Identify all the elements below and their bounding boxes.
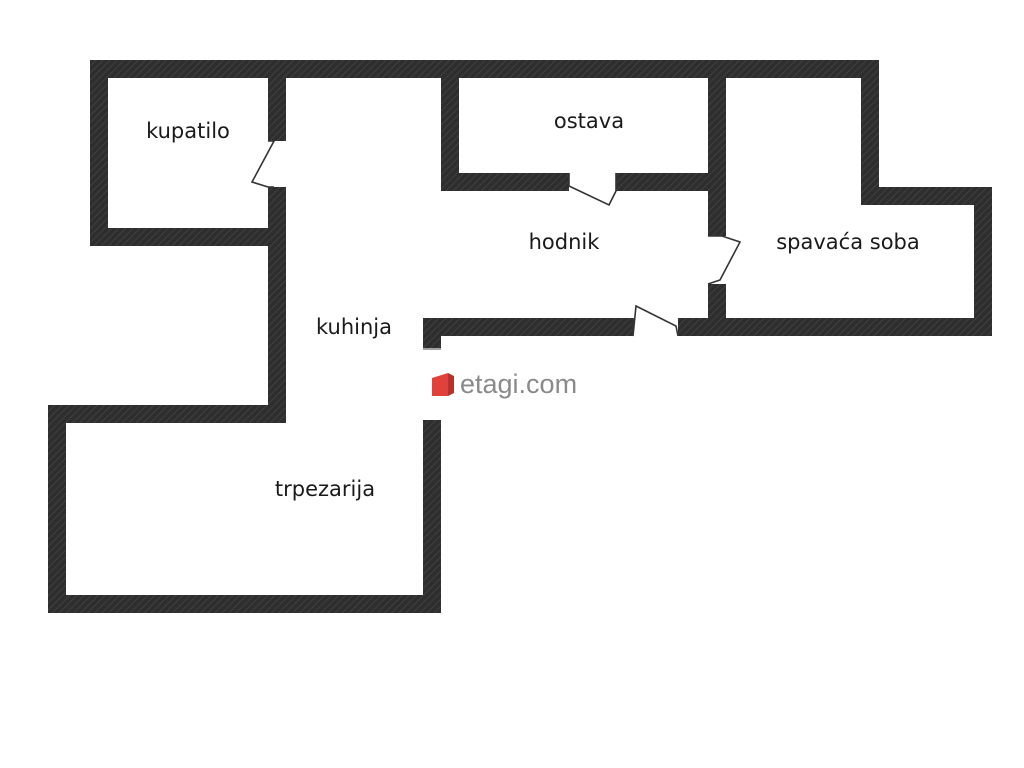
- wall-dining-left: [48, 405, 66, 613]
- watermark-text: etagi.com: [460, 369, 577, 399]
- wall-bathroom-left: [90, 60, 108, 246]
- wall-storage-bottom-right: [616, 173, 726, 191]
- wall-hallway-bottom-left: [423, 318, 633, 336]
- wall-bathroom-bottom: [90, 228, 286, 246]
- wall-dining-right: [423, 420, 441, 613]
- room-label-trpezarija: trpezarija: [275, 477, 375, 501]
- wall-bedroom-notch-vertical: [861, 60, 879, 205]
- wall-top: [90, 60, 879, 78]
- watermark: etagi.com: [418, 348, 577, 420]
- door-storage: [568, 173, 617, 207]
- wall-kitchen-left: [268, 187, 286, 423]
- wall-storage-left: [441, 60, 459, 191]
- wall-dining-bottom: [48, 595, 441, 613]
- wall-hallway-bottom-right: [678, 318, 992, 336]
- room-label-ostava: ostava: [554, 109, 624, 133]
- walls: [48, 60, 992, 613]
- door-bedroom: [707, 235, 742, 285]
- wall-bathroom-right-upper: [268, 60, 286, 141]
- wall-storage-bottom-left: [441, 173, 569, 191]
- room-labels: kupatilo ostava hodnik spavaća soba kuhi…: [146, 109, 920, 501]
- wall-bedroom-notch-horizontal: [861, 187, 992, 205]
- wall-bedroom-left-lower: [708, 284, 726, 336]
- room-label-kupatilo: kupatilo: [146, 119, 230, 143]
- door-bathroom: [250, 140, 276, 188]
- doors: [250, 140, 742, 337]
- wall-dining-top: [48, 405, 286, 423]
- room-label-hodnik: hodnik: [529, 230, 601, 254]
- etagi-logo-icon: [432, 373, 454, 396]
- wall-bedroom-left-upper: [708, 60, 726, 236]
- room-label-spavaca-soba: spavaća soba: [776, 230, 920, 254]
- door-hallway-bottom: [632, 304, 679, 337]
- wall-bedroom-right: [974, 187, 992, 336]
- room-label-kuhinja: kuhinja: [316, 315, 392, 339]
